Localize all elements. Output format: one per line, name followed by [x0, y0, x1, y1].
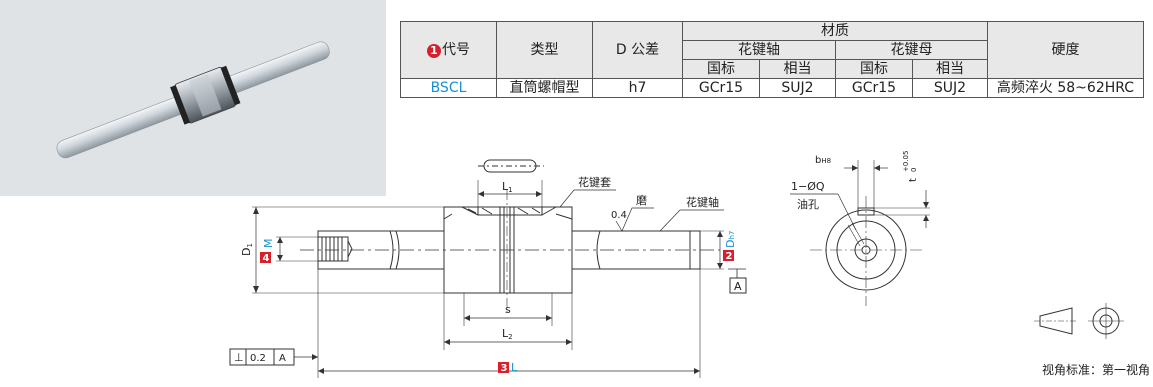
dim-m: M — [262, 239, 275, 249]
projection-symbol-cone — [1039, 307, 1073, 335]
badge-4-box — [260, 252, 271, 263]
header-hardness: 硬度 — [987, 21, 1144, 79]
dim-t-tol-lower: 0 — [910, 168, 918, 172]
cell-tolerance: h7 — [592, 78, 683, 98]
tol-value: 0.2 — [250, 353, 266, 364]
dim-t-tol-upper: +0.05 — [902, 151, 910, 172]
badge-2-box — [723, 250, 734, 261]
dim-s: s — [505, 303, 511, 316]
datum-a: A — [734, 280, 742, 293]
grind-label: 磨 — [636, 194, 647, 207]
dim-l2: L2 — [502, 327, 513, 341]
code-number-badge: 1 — [427, 43, 441, 58]
badge-2: 2 — [726, 251, 733, 262]
dim-l: L — [511, 361, 518, 374]
badge-3: 3 — [501, 363, 508, 374]
shaft-label: 花键轴 — [686, 195, 719, 209]
cell-code: BSCL — [400, 78, 497, 98]
dim-l1: L1 — [502, 180, 513, 194]
sleeve-label: 花键套 — [578, 175, 611, 189]
tol-symbol: ⊥ — [234, 351, 244, 364]
dim-t: t — [908, 178, 919, 182]
view-standard-label: 视角标准：第一视角 — [1042, 363, 1151, 377]
dim-d: Dh7 — [724, 231, 737, 248]
header-tolerance: D 公差 — [592, 21, 683, 79]
product-photo — [56, 41, 330, 159]
cell-shaft-equivalent: SUJ2 — [759, 78, 836, 98]
badge-3-box — [498, 362, 509, 373]
datum-a-box — [729, 277, 747, 294]
header-code-label: 代号 — [442, 41, 470, 58]
tol-datum: A — [279, 353, 286, 364]
cell-nut-national: GCr15 — [835, 78, 913, 98]
cell-hardness: 高频淬火 58~62HRC — [987, 78, 1144, 98]
cell-nut-equivalent: SUJ2 — [912, 78, 988, 98]
header-spline-nut: 花键母 — [835, 40, 988, 60]
cell-shaft-national: GCr15 — [682, 78, 760, 98]
dim-b: bH8 — [815, 155, 831, 166]
roughness-value: 0.4 — [611, 210, 627, 221]
dim-d1: D1 — [240, 243, 254, 256]
badge-4: 4 — [263, 253, 270, 264]
header-nut-national: 国标 — [835, 59, 913, 79]
table-row: BSCL 直筒螺帽型 h7 GCr15 SUJ2 GCr15 SUJ2 高频淬火… — [400, 78, 1144, 98]
header-shaft-national: 国标 — [682, 59, 760, 79]
oil-hole-label: 油孔 — [797, 197, 819, 211]
oil-hole-spec: 1−ØQ — [791, 180, 825, 193]
product-photo-panel — [0, 0, 386, 196]
